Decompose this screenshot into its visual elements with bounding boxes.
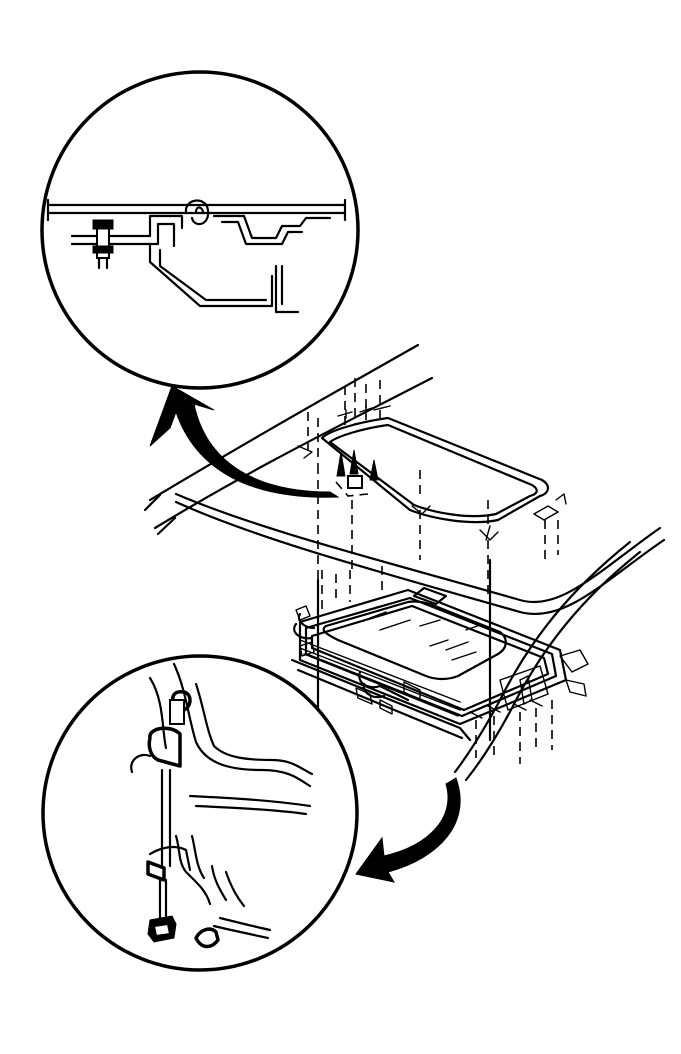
detail-circle-bottom — [43, 656, 357, 970]
glass-panel — [324, 601, 506, 679]
detail-circle-top — [42, 72, 358, 388]
sunroof-module — [292, 588, 588, 740]
sunroof-opening — [322, 418, 548, 522]
callout-arrow-bottom — [356, 778, 460, 882]
roof-panel — [145, 345, 664, 780]
